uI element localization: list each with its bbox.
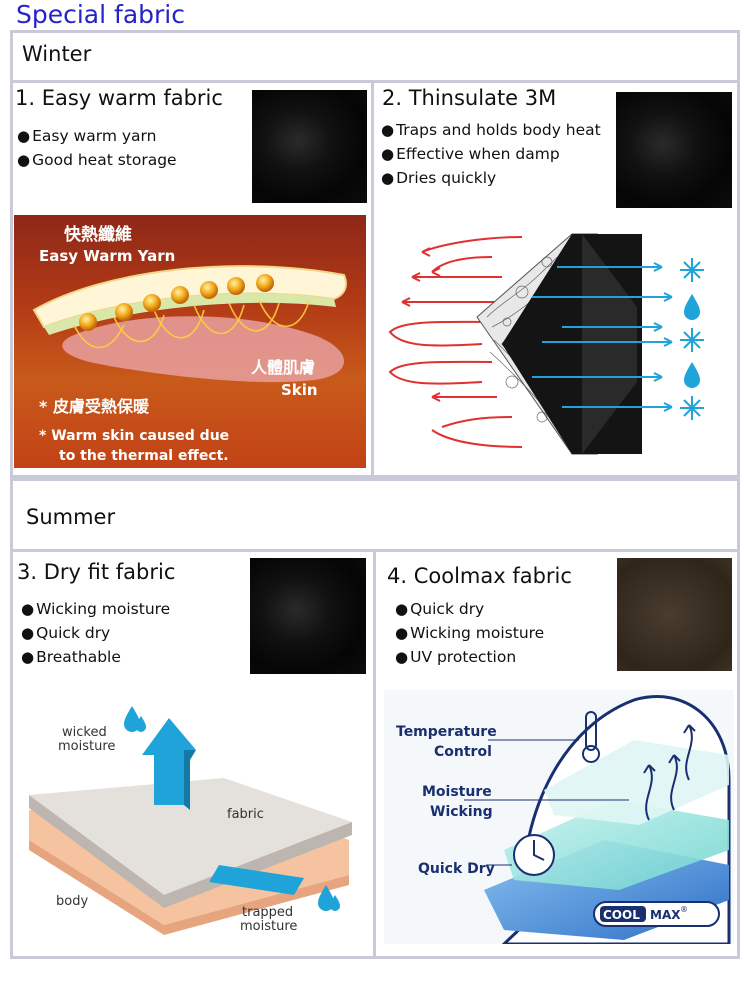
- coolmax-brand-max: MAX: [650, 908, 681, 922]
- trapped-label-2: moisture: [240, 919, 297, 934]
- thinsulate-bullets: Traps and holds body heat Effective when…: [381, 118, 601, 190]
- body-label: body: [56, 894, 88, 909]
- winter-divider: [371, 80, 374, 478]
- list-item: Quick dry: [21, 621, 170, 645]
- wicked-label-1: wicked: [62, 725, 107, 740]
- temp-label-2: Control: [434, 744, 492, 760]
- list-item: UV protection: [395, 645, 544, 669]
- list-item: Dries quickly: [381, 166, 601, 190]
- list-item: Wicking moisture: [395, 621, 544, 645]
- note-line-2: to the thermal effect.: [59, 448, 229, 464]
- thinsulate-swatch: [616, 92, 732, 208]
- coolmax-swatch: [617, 558, 732, 671]
- list-item: Traps and holds body heat: [381, 118, 601, 142]
- coolmax-illustration: COOL MAX ® Temperature Control Moisture …: [384, 690, 734, 944]
- trapped-label-1: trapped: [242, 905, 293, 920]
- skin-chinese-label: 人體肌膚: [251, 358, 315, 377]
- easy-warm-title: 1. Easy warm fabric: [15, 86, 223, 110]
- list-item: Quick dry: [395, 597, 544, 621]
- fabric-label: fabric: [227, 807, 264, 822]
- dryfit-title: 3. Dry fit fabric: [17, 560, 176, 584]
- wicked-label-2: moisture: [58, 739, 115, 754]
- thinsulate-title: 2. Thinsulate 3M: [382, 86, 557, 110]
- note-chinese: * 皮膚受熱保暖: [39, 397, 150, 416]
- summer-divider: [373, 549, 376, 959]
- dryfit-swatch: [250, 558, 366, 674]
- thinsulate-illustration: [382, 222, 732, 460]
- easy-warm-bullets: Easy warm yarn Good heat storage: [17, 124, 177, 172]
- list-item: Good heat storage: [17, 148, 177, 172]
- moisture-label-2: Wicking: [430, 804, 493, 820]
- moisture-label-1: Moisture: [422, 784, 492, 800]
- list-item: Effective when damp: [381, 142, 601, 166]
- page-title: Special fabric: [16, 0, 185, 29]
- yarn-chinese-label: 快熱纖維: [64, 224, 132, 245]
- yarn-label: Easy Warm Yarn: [39, 247, 175, 265]
- coolmax-bullets: Quick dry Wicking moisture UV protection: [395, 597, 544, 669]
- list-item: Breathable: [21, 645, 170, 669]
- easy-warm-illustration: 快熱纖維 Easy Warm Yarn 人體肌膚 Skin * 皮膚受熱保暖 *…: [14, 215, 366, 468]
- coolmax-brand-mark: ®: [680, 905, 688, 914]
- dryfit-illustration: wicked moisture fabric body trapped mois…: [14, 700, 366, 945]
- list-item: Wicking moisture: [21, 597, 170, 621]
- skin-label: Skin: [281, 381, 318, 399]
- quick-dry-label: Quick Dry: [418, 861, 495, 877]
- temp-label-1: Temperature: [396, 724, 497, 740]
- coolmax-brand-cool: COOL: [603, 908, 640, 922]
- summer-header-frame: [10, 478, 740, 552]
- list-item: Easy warm yarn: [17, 124, 177, 148]
- winter-header: Winter: [22, 42, 92, 66]
- coolmax-title: 4. Coolmax fabric: [387, 564, 572, 588]
- easy-warm-swatch: [252, 90, 367, 203]
- note-line-1: * Warm skin caused due: [39, 428, 229, 444]
- winter-header-frame: [10, 30, 740, 83]
- summer-header: Summer: [26, 505, 116, 529]
- winter-body-frame: [10, 80, 740, 478]
- dryfit-bullets: Wicking moisture Quick dry Breathable: [21, 597, 170, 669]
